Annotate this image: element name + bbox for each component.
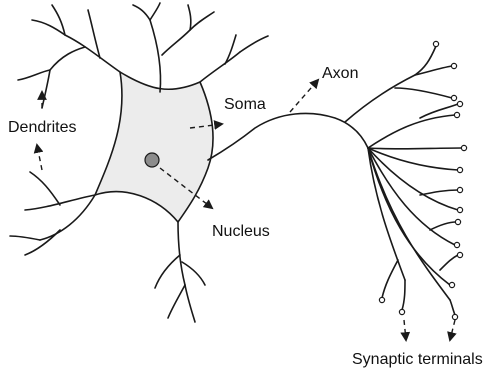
nucleus-label: Nucleus [212,224,270,240]
axon [208,113,368,160]
synaptic-terminal-branches [345,46,462,315]
synaptic-terminals-label: Synaptic terminals [352,352,483,368]
axon-arrow [290,80,318,112]
synaptic-terminals-arrow-left [404,320,406,340]
synaptic-terminals-arrow-right [450,320,455,340]
soma-label: Soma [224,97,266,113]
soma-body [95,72,213,222]
axon-label: Axon [322,66,358,82]
dendrites-arrow-down [37,145,42,170]
dendrites-label: Dendrites [8,120,76,136]
terminal-knobs [379,41,466,319]
nucleus [145,153,159,167]
